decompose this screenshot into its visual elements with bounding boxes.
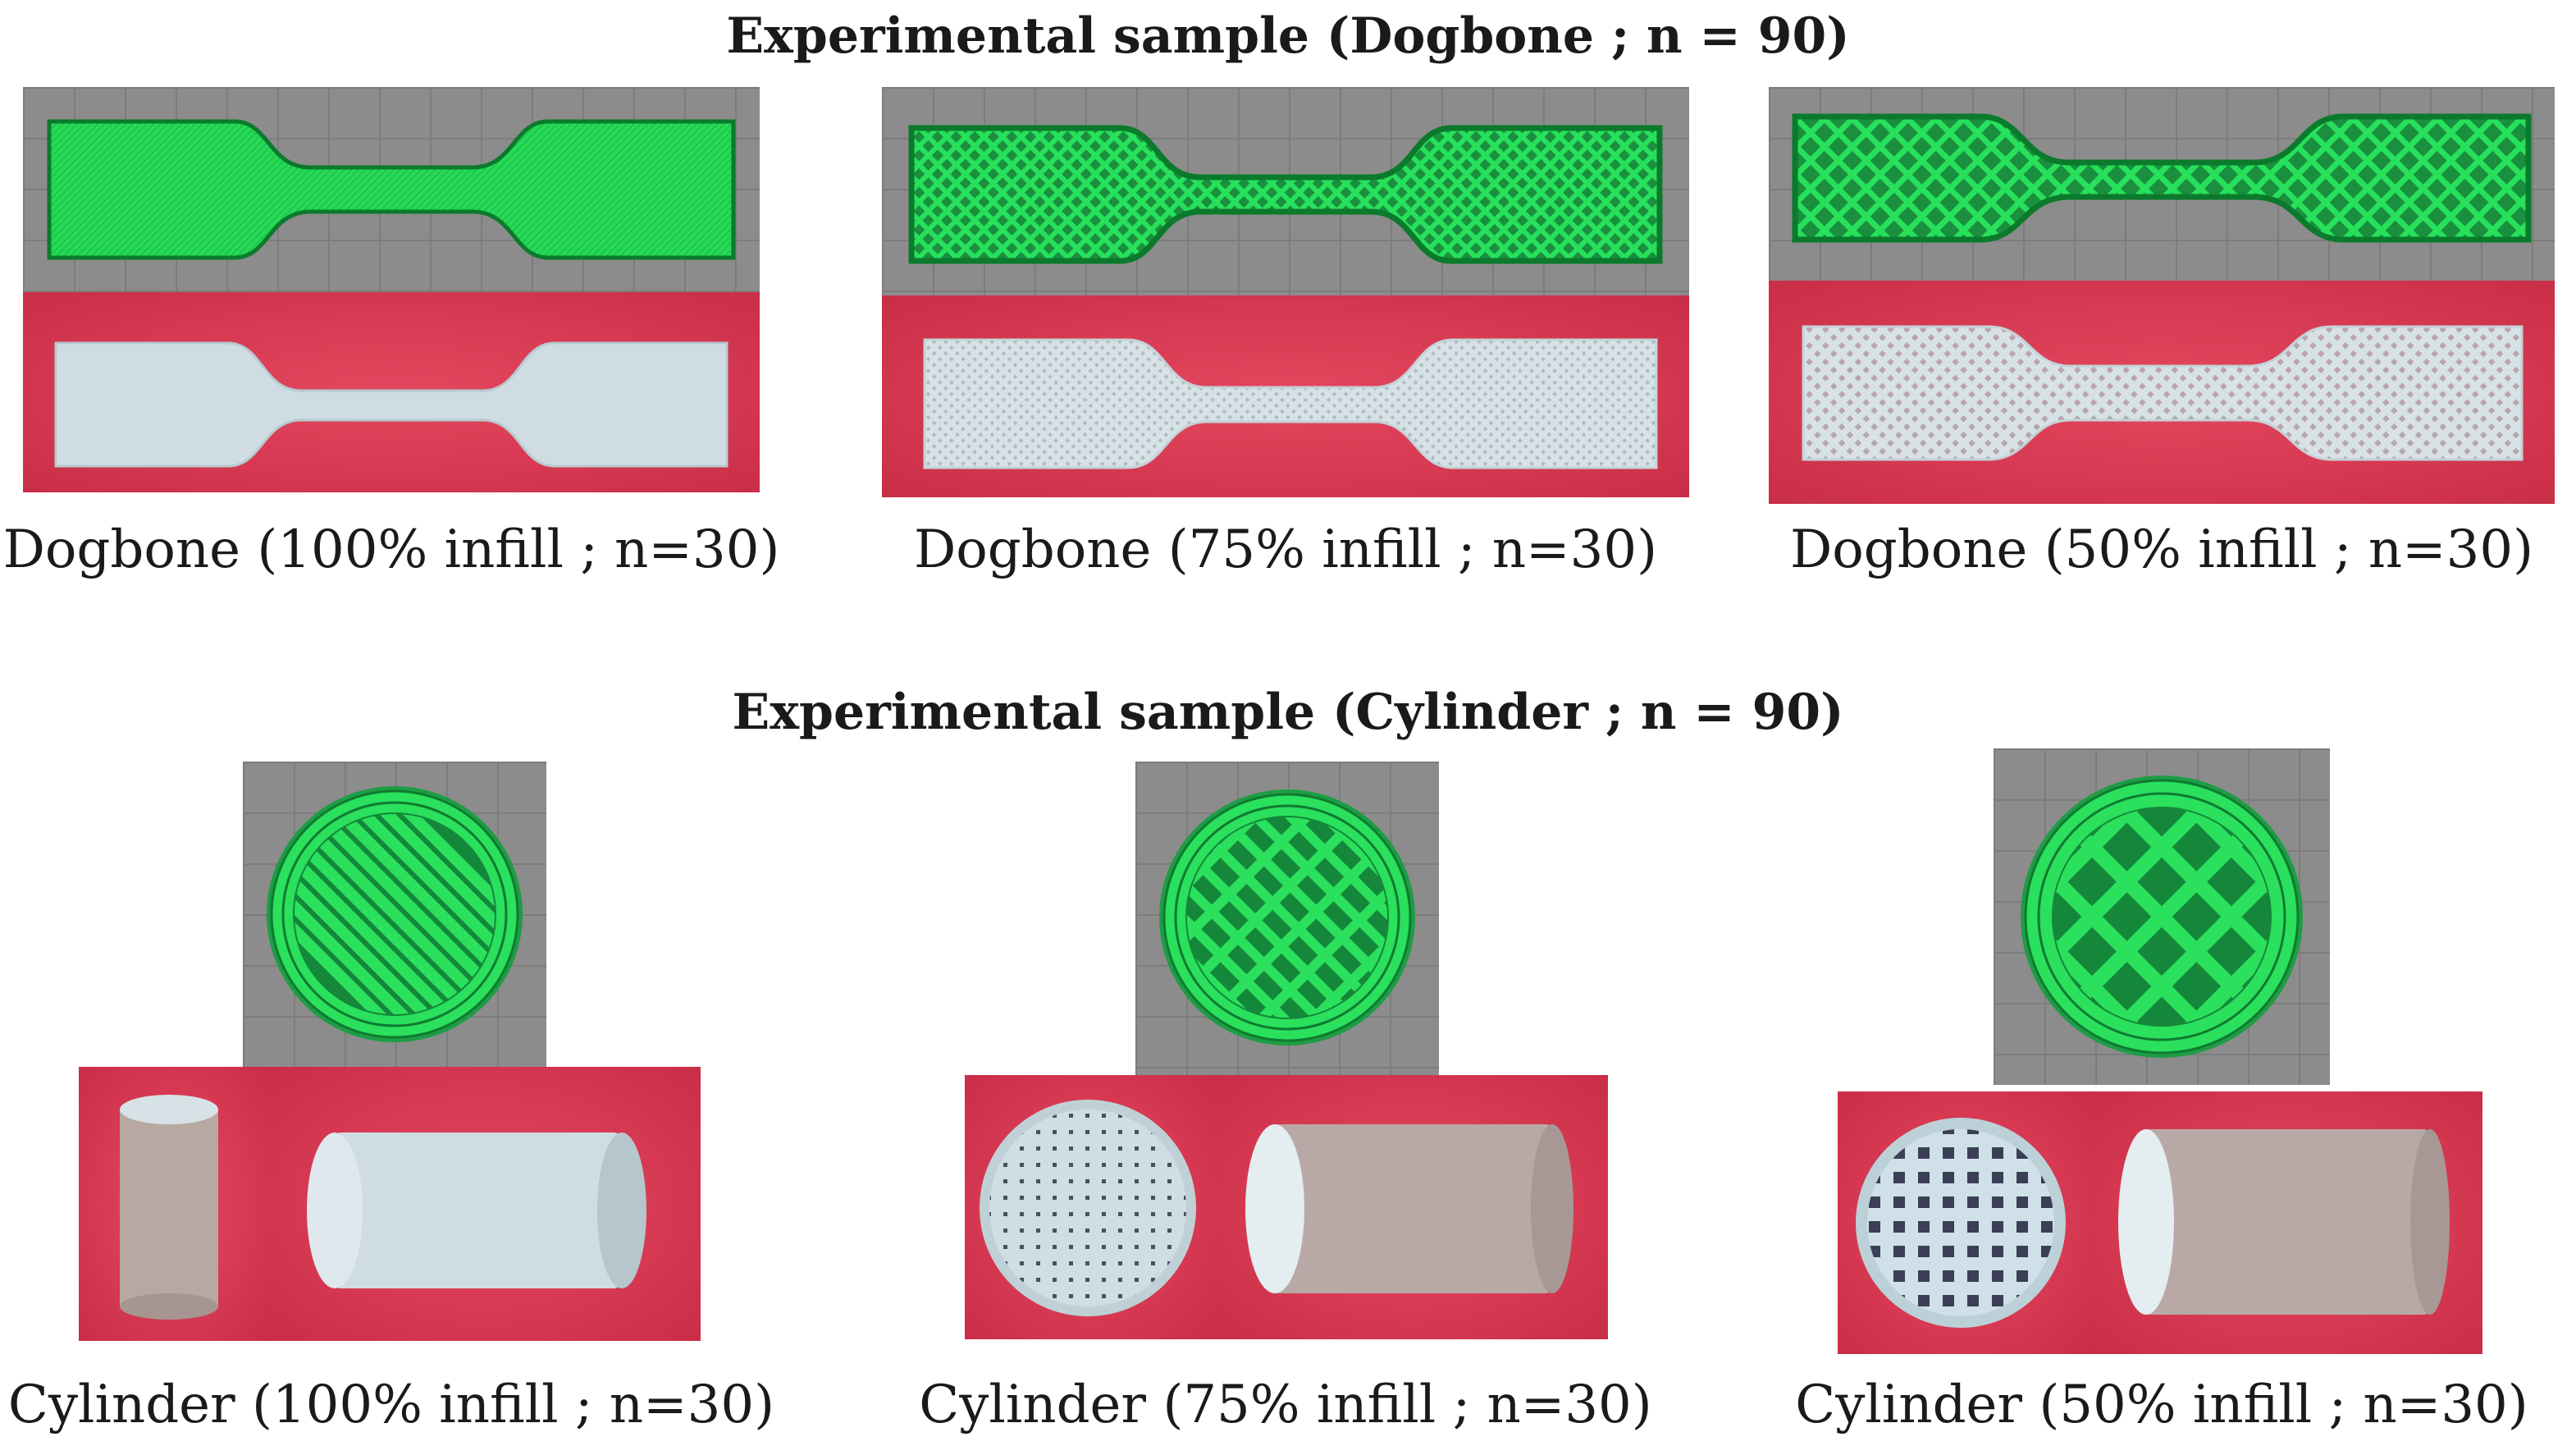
dogbone-50-photo	[1769, 281, 2555, 504]
dogbone-100-slicer-render	[23, 87, 760, 292]
cylinder-75-slicer-render	[1135, 762, 1439, 1075]
cylinder-50-caption: Cylinder (50% infill ; n=30)	[1795, 1375, 2528, 1435]
cylinder-75-photo-side	[1216, 1075, 1608, 1339]
cylinder-100-photo-side	[269, 1067, 701, 1341]
cylinder-100-caption: Cylinder (100% infill ; n=30)	[7, 1375, 775, 1435]
dogbone-100-caption: Dogbone (100% infill ; n=30)	[2, 519, 780, 580]
cylinder-50-photo-top	[1838, 1091, 2092, 1354]
dogbone-section-title: Experimental sample (Dogbone ; n = 90)	[726, 7, 1850, 65]
dogbone-50-slicer-render	[1769, 87, 2555, 281]
cylinder-100-photo-upright	[79, 1067, 269, 1341]
dogbone-100-photo	[23, 292, 760, 492]
dogbone-75-caption: Dogbone (75% infill ; n=30)	[913, 519, 1658, 580]
cylinder-50-slicer-render	[1994, 748, 2330, 1085]
cylinder-75-caption: Cylinder (75% infill ; n=30)	[919, 1375, 1652, 1435]
cylinder-75-photo-top	[965, 1075, 1216, 1339]
dogbone-75-slicer-render	[882, 87, 1689, 295]
cylinder-100-slicer-render	[243, 762, 546, 1067]
cylinder-50-photo-side	[2092, 1091, 2482, 1354]
dogbone-75-photo	[882, 295, 1689, 497]
cylinder-section-title: Experimental sample (Cylinder ; n = 90)	[732, 684, 1844, 741]
dogbone-50-caption: Dogbone (50% infill ; n=30)	[1789, 519, 2534, 580]
